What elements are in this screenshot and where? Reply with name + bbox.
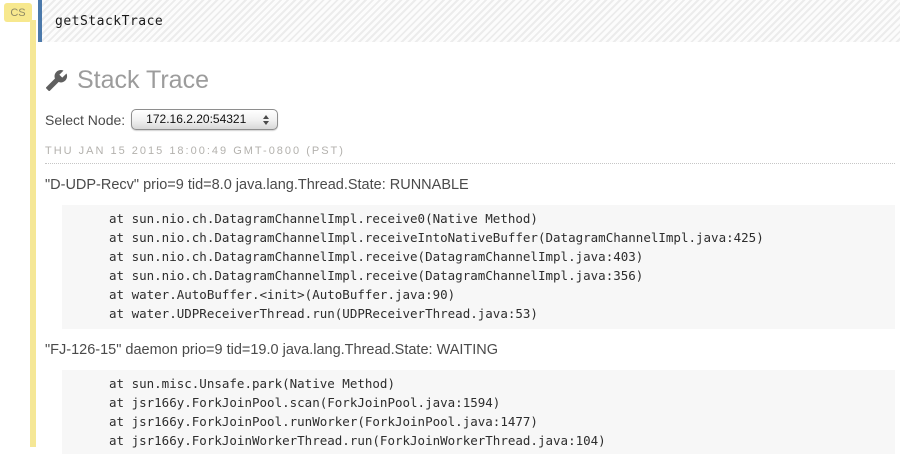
node-select[interactable]: 172.16.2.20:54321: [131, 109, 279, 130]
stack-frames: at sun.misc.Unsafe.park(Native Method) at…: [62, 370, 895, 454]
stack-frame-line: at sun.nio.ch.DatagramChannelImpl.receiv…: [109, 230, 764, 245]
stack-frame-line: at sun.nio.ch.DatagramChannelImpl.receiv…: [109, 249, 644, 264]
stack-frame-line: at water.AutoBuffer.<init>(AutoBuffer.ja…: [109, 287, 456, 302]
thread-section: "D-UDP-Recv" prio=9 tid=8.0 java.lang.Th…: [45, 177, 895, 329]
timestamp: THU JAN 15 2015 18:00:49 GMT-0800 (PST): [45, 145, 895, 164]
output-heading: Stack Trace: [45, 66, 895, 95]
select-node-row: Select Node: 172.16.2.20:54321: [45, 109, 895, 130]
wrench-icon: [45, 70, 68, 92]
stack-frames: at sun.nio.ch.DatagramChannelImpl.receiv…: [62, 205, 895, 329]
stack-frame-line: at jsr166y.ForkJoinWorkerThread.run(Fork…: [109, 433, 606, 448]
thread-section: "FJ-126-15" daemon prio=9 tid=19.0 java.…: [45, 342, 895, 454]
cell-gutter: [30, 20, 36, 447]
page-title: Stack Trace: [77, 66, 209, 94]
stack-frame-line: at sun.nio.ch.DatagramChannelImpl.receiv…: [109, 268, 644, 283]
thread-header: "D-UDP-Recv" prio=9 tid=8.0 java.lang.Th…: [45, 177, 469, 193]
stack-frame-line: at sun.misc.Unsafe.park(Native Method): [109, 376, 395, 391]
stack-frame-line: at jsr166y.ForkJoinPool.scan(ForkJoinPoo…: [109, 395, 501, 410]
code-cell[interactable]: getStackTrace: [38, 0, 900, 42]
select-node-label: Select Node:: [45, 111, 126, 128]
stack-frame-line: at jsr166y.ForkJoinPool.runWorker(ForkJo…: [109, 414, 538, 429]
node-select-wrap: 172.16.2.20:54321: [131, 109, 279, 130]
cell-output: Stack Trace Select Node: 172.16.2.20:543…: [45, 42, 895, 454]
stack-frame-line: at sun.nio.ch.DatagramChannelImpl.receiv…: [109, 211, 538, 226]
cell-input-text[interactable]: getStackTrace: [55, 13, 164, 29]
stack-frame-line: at water.UDPReceiverThread.run(UDPReceiv…: [109, 306, 538, 321]
cell-type-badge: CS: [4, 3, 32, 22]
thread-header: "FJ-126-15" daemon prio=9 tid=19.0 java.…: [45, 342, 499, 358]
thread-list: "D-UDP-Recv" prio=9 tid=8.0 java.lang.Th…: [45, 177, 895, 454]
